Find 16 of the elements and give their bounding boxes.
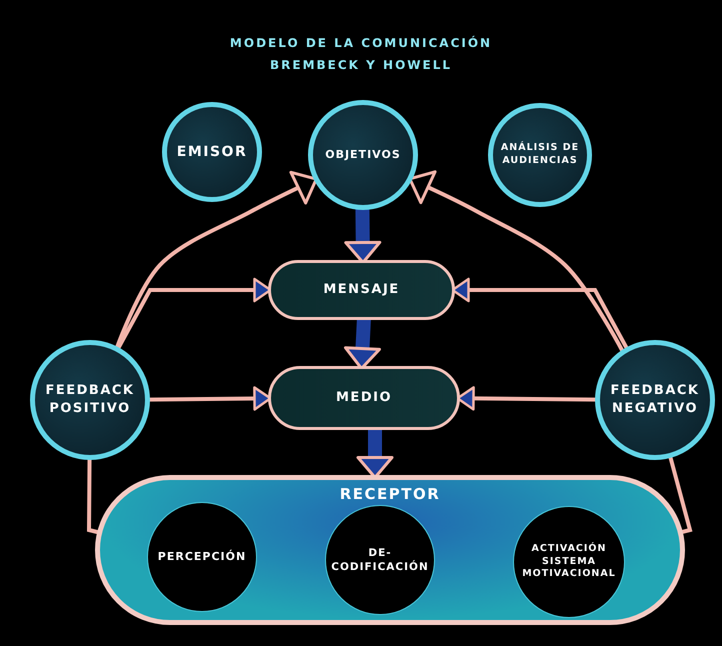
- node-label: PERCEPCIÓN: [156, 550, 248, 564]
- node-label: ANÁLISIS DE AUDIENCIAS: [500, 142, 580, 168]
- node-label: ACTIVACIÓN SISTEMA MOTIVACIONAL: [521, 542, 617, 582]
- node-label: MENSAJE: [322, 281, 401, 299]
- node-label: FEEDBACK NEGATIVO: [609, 382, 701, 418]
- connector-line: [668, 455, 692, 534]
- node-label: FEEDBACK POSITIVO: [44, 382, 136, 418]
- receptor-container: [95, 475, 685, 625]
- node-label: EMISOR: [176, 142, 248, 162]
- node-label: RECEPTOR: [338, 484, 442, 504]
- node-label: OBJETIVOS: [324, 148, 402, 162]
- arrow: [408, 170, 625, 354]
- diagram-title: MODELO DE LA COMUNICACIÓN: [228, 36, 494, 50]
- node-label: MEDIO: [335, 389, 393, 407]
- node-label: DE- CODIFICACIÓN: [330, 546, 430, 574]
- subtitle: BREMBECK Y HOWELL: [269, 58, 453, 72]
